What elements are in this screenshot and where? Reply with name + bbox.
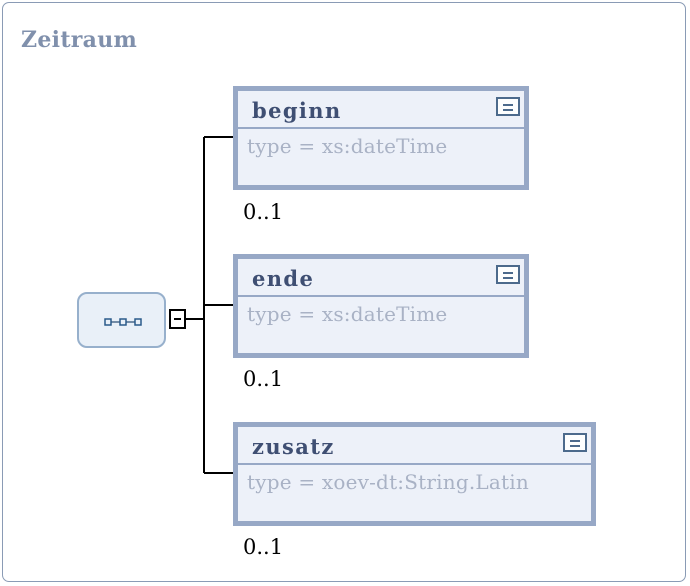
sequence-compositor[interactable] xyxy=(77,292,166,348)
element-name: beginn xyxy=(252,98,342,123)
element-header: ende xyxy=(238,259,524,297)
occurrence-label: 0..1 xyxy=(243,535,284,559)
documentation-icon[interactable] xyxy=(496,265,520,284)
element-type: type = xs:dateTime xyxy=(247,302,448,326)
element-ende[interactable]: ende type = xs:dateTime xyxy=(233,254,529,358)
element-header: zusatz xyxy=(238,427,591,465)
occurrence-label: 0..1 xyxy=(243,367,284,391)
element-beginn[interactable]: beginn type = xs:dateTime xyxy=(233,86,529,190)
element-type: type = xoev-dt:String.Latin xyxy=(247,470,529,494)
minus-icon xyxy=(174,318,181,320)
element-type: type = xs:dateTime xyxy=(247,134,448,158)
element-name: ende xyxy=(252,266,315,291)
diagram-title: Zeitraum xyxy=(21,27,138,53)
element-zusatz[interactable]: zusatz type = xoev-dt:String.Latin xyxy=(233,422,596,526)
occurrence-label: 0..1 xyxy=(243,200,284,224)
element-header: beginn xyxy=(238,91,524,129)
documentation-icon[interactable] xyxy=(563,433,587,452)
documentation-icon[interactable] xyxy=(496,97,520,116)
sequence-compositor-icon xyxy=(104,318,142,326)
collapse-toggle[interactable] xyxy=(169,309,186,329)
element-name: zusatz xyxy=(252,434,335,459)
